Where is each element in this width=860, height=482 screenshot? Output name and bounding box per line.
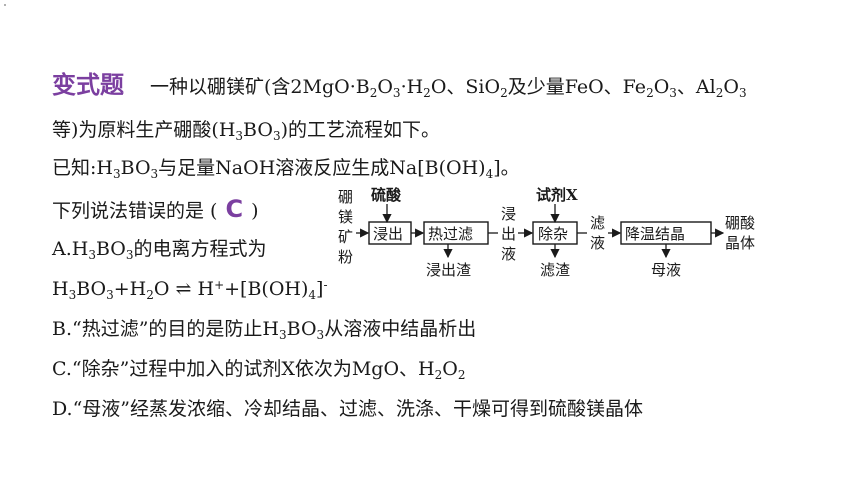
question-line-2: 等)为原料生产硼酸(H3BO3)的工艺流程如下。 [52,117,440,143]
raw-char-2: 镁 [338,208,353,226]
sub: 2 [646,86,654,100]
text: 、Al [676,76,716,98]
leach-residue-label: 浸出渣 [426,261,471,279]
text: 已知:H [52,157,113,179]
sub: 3 [125,248,134,262]
sub: 3 [235,129,244,143]
step-hot-filter-label: 热过滤 [428,225,473,243]
sub: 3 [392,86,401,100]
sub: 2 [146,288,154,302]
text: 等)为原料生产硼酸(H [52,119,236,141]
text: C.“除杂”过程中加入的试剂X依次为MgO、H [52,358,435,380]
filter-residue-label: 滤渣 [540,261,570,279]
raw-char-1: 硼 [338,188,353,206]
option-a-line-1: A.H3BO3的电离方程式为 [52,236,267,262]
sub: 2 [457,368,466,382]
text: +H [113,278,147,300]
text: +[B(OH) [224,278,309,300]
text: O ⇌ H [153,278,215,300]
text: ) [251,200,259,222]
filtrate-char-2: 液 [590,234,605,252]
reagent-x-label: 试剂X [536,186,578,204]
option-d: D.“母液”经蒸发浓缩、冷却结晶、过滤、洗涤、干燥可得到硫酸镁晶体 [52,396,643,422]
sub: 3 [316,328,325,342]
sub: 2 [500,86,508,100]
text: )的工艺流程如下。 [280,119,441,141]
text: O [653,76,670,98]
option-b: B.“热过滤”的目的是防止H3BO3从溶液中结晶析出 [52,316,476,342]
sub: 3 [106,288,114,302]
leach-liquid-char-1: 浸 [501,205,516,223]
text: O、SiO [430,76,501,98]
sub: 3 [68,288,77,302]
sub: 3 [112,167,121,181]
leach-liquid-char-3: 液 [501,245,516,263]
text: H [52,278,69,300]
known-info: 已知:H3BO3与足量NaOH溶液反应生成Na[B(OH)4]。 [52,155,520,181]
text: BO [95,238,126,260]
sup: - [323,278,328,292]
mother-liquor-label: 母液 [651,261,681,279]
text: ]。 [493,157,520,179]
option-a-equation: H3BO3+H2O ⇌ H++[B(OH)4]- [52,276,328,302]
sub: 3 [669,86,677,100]
text: BO [76,278,107,300]
step-leach-label: 浸出 [373,225,403,243]
text: D.“母液”经蒸发浓缩、冷却结晶、过滤、洗涤、干燥可得到硫酸镁晶体 [52,398,644,420]
leach-liquid-char-2: 出 [501,225,516,243]
text: ·H [400,76,424,98]
text: A.H [52,238,89,260]
product-line-1: 硼酸 [725,214,755,232]
sub: 3 [88,248,96,262]
text: 从溶液中结晶析出 [324,318,477,340]
text: BO [120,157,151,179]
step-crystallize-label: 降温结晶 [625,225,685,243]
text: O [723,76,739,98]
question-prompt: 下列说法错误的是 ( C) [52,196,259,224]
sub: 4 [308,288,317,302]
filtrate-char-1: 滤 [590,214,605,232]
sub: 2 [369,86,378,100]
sub: 2 [715,86,724,100]
raw-char-4: 粉 [338,248,353,266]
sub: 2 [434,368,443,382]
question-line-1: 变式题一种以硼镁矿(含2MgO·B2O3·H2O、SiO2及少量FeO、Fe2O… [52,72,747,100]
raw-char-3: 矿 [338,228,353,246]
text: BO [243,119,273,141]
text: 下列说法错误的是 ( [52,200,218,222]
process-flow-diagram: 硼 镁 矿 粉 硫酸 浸出 浸出渣 热过滤 浸 出 液 试剂X 除杂 滤渣 滤 … [338,186,755,279]
text: 的电离方程式为 [133,238,267,260]
step-purify-label: 除杂 [538,225,568,243]
option-c: C.“除杂”过程中加入的试剂X依次为MgO、H2O2 [52,356,465,382]
sub: 2 [423,86,431,100]
sub: 3 [279,328,287,342]
sub: 3 [738,86,747,100]
text: O [442,358,458,380]
text: 与足量NaOH溶液反应生成Na[B(OH) [158,157,486,179]
acid-label: 硫酸 [371,186,402,204]
answer-letter: C [225,195,244,223]
corner-mark [4,4,6,6]
sub: 4 [485,167,494,181]
text: 及少量FeO、Fe [507,76,647,98]
text: BO [286,318,317,340]
text: B.“热过滤”的目的是防止H [52,318,279,340]
question-tag: 变式题 [52,71,124,99]
text: ] [316,278,324,300]
sup: + [214,278,225,292]
sub: 3 [150,167,159,181]
text: 一种以硼镁矿(含2MgO·B [150,76,370,98]
sub: 3 [272,129,281,143]
product-line-2: 晶体 [725,234,755,252]
text: O [377,76,393,98]
